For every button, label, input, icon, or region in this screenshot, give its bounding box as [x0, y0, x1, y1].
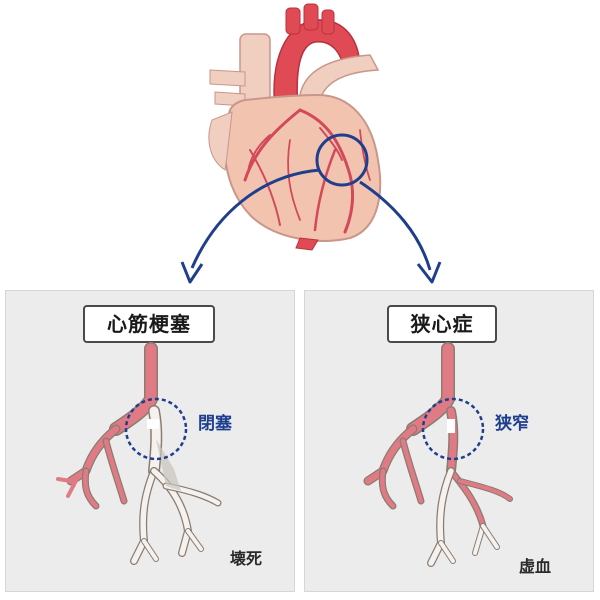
heart-illustration: [180, 3, 442, 284]
panel-title-mi: 心筋梗塞: [83, 305, 215, 343]
magnify-circle: [315, 133, 369, 187]
arrow-left: [190, 168, 321, 269]
aorta-branch: [303, 3, 319, 31]
stenosis-mark: [447, 419, 455, 433]
vessel-tree-angina: [363, 342, 513, 567]
dashed-circle-angina: [421, 397, 485, 461]
pulmonary-vein: [209, 69, 246, 87]
panel-title-angina: 狭心症: [387, 305, 497, 343]
necrotic-vessels: [130, 405, 222, 565]
label-stenosis: 狭窄: [495, 414, 529, 434]
coronary-arteries: [243, 108, 371, 234]
arrow-left-head: [180, 261, 204, 284]
arrow-right-head: [416, 261, 442, 284]
right-atrium: [208, 111, 233, 171]
healthy-vessels: [56, 342, 158, 510]
label-necrosis: 壊死: [230, 549, 263, 568]
label-ischemia: 虚血: [519, 557, 552, 576]
aorta-branch: [285, 7, 301, 35]
aorta-branch: [321, 9, 335, 35]
panel-angina: 狭心症: [304, 290, 594, 592]
panel-myocardial-infarction: 心筋梗塞: [5, 290, 295, 592]
heart-body: [223, 93, 382, 242]
arrow-right: [359, 180, 432, 271]
occlusion-plug: [147, 419, 159, 429]
vessels-pale: [427, 467, 500, 567]
apex-vessel: [295, 237, 319, 251]
label-occlusion: 閉塞: [198, 414, 232, 434]
pulmonary-artery: [299, 54, 380, 101]
dashed-circle-mi: [124, 397, 188, 461]
occlusion-mark: [156, 439, 181, 491]
vessel-tree-mi: [56, 342, 222, 565]
